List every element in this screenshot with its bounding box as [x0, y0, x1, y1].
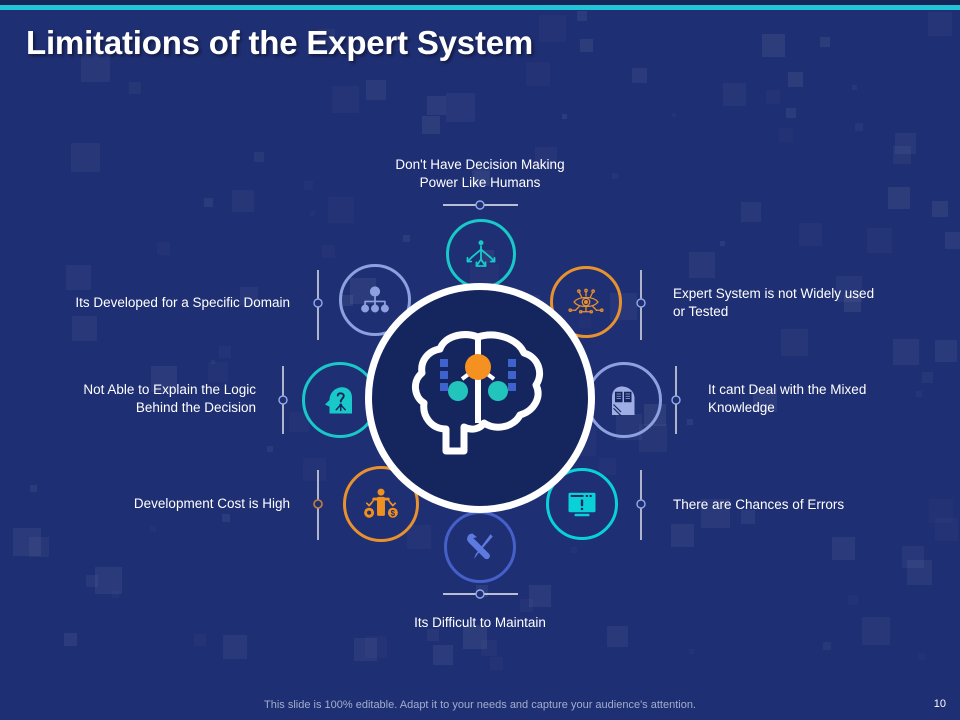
label-difficult-to-maintain: Its Difficult to Maintain: [414, 615, 546, 630]
background-texture: [0, 10, 960, 670]
head-question-icon: [325, 387, 352, 414]
label-mixed-knowledge: It cant Deal with the Mixed Knowledge: [708, 382, 867, 415]
page-title: Limitations of the Expert System: [26, 24, 534, 61]
head-book-icon: [612, 386, 635, 417]
node-decision-making-power[interactable]: [446, 219, 516, 289]
node-mixed-knowledge[interactable]: [586, 362, 662, 438]
label-chances-of-errors: There are Chances of Errors: [673, 497, 845, 512]
org-hierarchy-icon: [361, 286, 389, 313]
node-development-cost[interactable]: $: [343, 466, 419, 542]
label-not-widely-used: Expert System is not Widely used or Test…: [673, 286, 875, 319]
label-decision-making-power: Don't Have Decision Making Power Like Hu…: [395, 157, 565, 190]
top-accent-bar-dark: [0, 0, 960, 5]
browser-alert-icon: [568, 492, 596, 517]
footer-note: This slide is 100% editable. Adapt it to…: [264, 699, 696, 711]
ai-eye-icon: [568, 288, 604, 314]
central-hub[interactable]: [365, 283, 595, 513]
node-specific-domain[interactable]: [339, 264, 411, 336]
node-chances-of-errors[interactable]: [546, 468, 618, 540]
brain-network-icon: [412, 331, 543, 455]
svg-text:$: $: [391, 509, 396, 518]
node-not-widely-used[interactable]: [550, 266, 622, 338]
label-specific-domain: Its Developed for a Specific Domain: [75, 295, 290, 310]
person-cost-icon: $: [364, 488, 398, 518]
page-number: 10: [933, 698, 946, 710]
label-explain-logic: Not Able to Explain the Logic Behind the…: [83, 382, 256, 415]
node-difficult-to-maintain[interactable]: [444, 511, 516, 583]
limitations-diagram: Don't Have Decision Making Power Like Hu…: [75, 157, 875, 630]
tools-wrench-screwdriver-icon: [467, 533, 493, 560]
top-accent-bar-teal: [0, 5, 960, 10]
person-decision-arrows-icon: [466, 240, 496, 267]
connector-lines: [278, 200, 681, 599]
label-development-cost: Development Cost is High: [133, 496, 290, 511]
